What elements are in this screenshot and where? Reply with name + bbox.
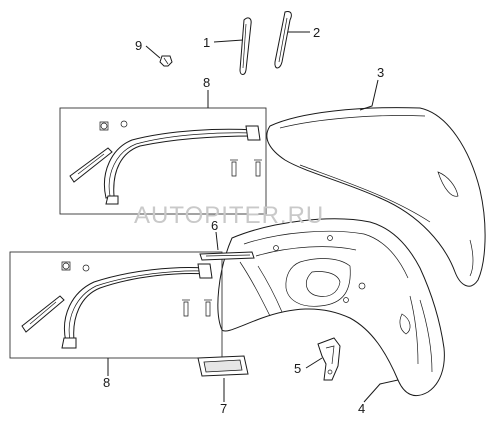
weatherstrip-right-part xyxy=(274,11,292,69)
callout-8-top: 8 xyxy=(203,75,210,90)
trunk-lid-part xyxy=(266,107,486,287)
callout-2: 2 xyxy=(313,25,320,40)
callout-4: 4 xyxy=(358,401,365,416)
weatherstrip-left-part xyxy=(239,17,252,75)
hinge-assembly-frame-top xyxy=(59,107,267,215)
hinge-assembly-frame-bottom xyxy=(9,251,223,359)
hinge-assembly-bottom-part xyxy=(21,261,213,349)
leader-lines xyxy=(107,31,399,403)
watermark: AUTOPITER.RU xyxy=(134,202,324,229)
callout-7: 7 xyxy=(220,401,227,416)
clip-part xyxy=(159,55,173,67)
trim-strip-part xyxy=(199,251,255,261)
hinge-assembly-top-part xyxy=(69,120,262,205)
callout-5: 5 xyxy=(294,361,301,376)
lamp-part xyxy=(197,355,249,377)
callout-1: 1 xyxy=(203,35,210,50)
bracket-part xyxy=(317,337,341,381)
callout-8-bottom: 8 xyxy=(103,375,110,390)
callout-3: 3 xyxy=(377,65,384,80)
trunk-inner-frame-part xyxy=(217,218,445,396)
callout-9: 9 xyxy=(135,38,142,53)
callout-6: 6 xyxy=(211,218,218,233)
